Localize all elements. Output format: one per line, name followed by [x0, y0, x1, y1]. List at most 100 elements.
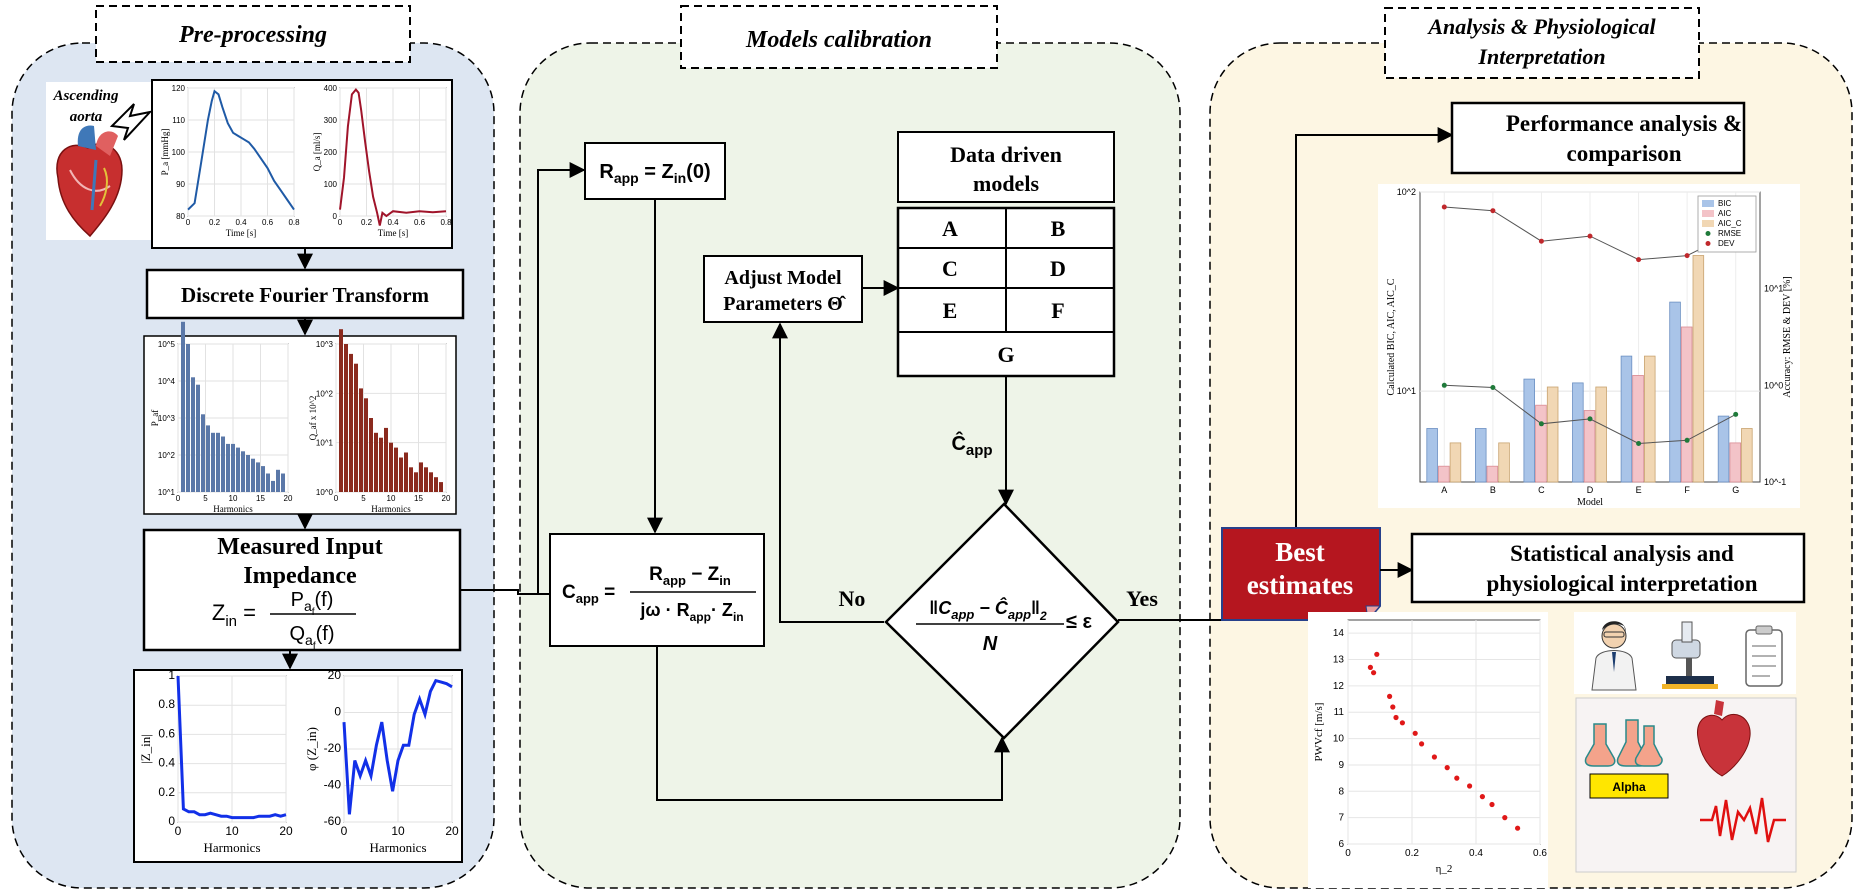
scatter-point [1479, 794, 1485, 800]
flow-harmonics-bar [394, 447, 398, 492]
measured-impedance-box: Measured Input Impedance Zin = Paf(f) Qa… [142, 528, 462, 652]
pressure-plot-xtick: 0.8 [288, 218, 300, 227]
pressure-harmonics-bar [251, 458, 255, 492]
comparison-bar-aic [1729, 442, 1742, 483]
impedance-phase-ytick: 0 [334, 705, 341, 719]
pressure-plot-ylabel: P_a [mmHg] [160, 129, 170, 176]
pressure-harmonics-ytick: 10^3 [158, 414, 176, 423]
flow-harmonics-bar [424, 467, 428, 492]
flow-harmonics-bar [429, 472, 433, 492]
comparison-xtick: D [1587, 485, 1594, 495]
flow-harmonics-bar [434, 477, 438, 492]
microscope-icon [1662, 621, 1718, 689]
comparison-bar-bic [1572, 382, 1584, 483]
flow-plot-xtick: 0.8 [440, 218, 452, 227]
flow-harmonics-bar [344, 344, 348, 492]
rapp-equation: Rapp = Zin(0) [599, 161, 710, 186]
calibration-title-box: Models calibration [680, 5, 998, 69]
no-label: No [839, 586, 866, 611]
flow-harmonics-ylabel: Q_af x 10^2 [308, 396, 318, 441]
performance-line1: Performance analysis & [1506, 111, 1742, 136]
scatter-xtick: 0.2 [1405, 848, 1419, 859]
comparison-bar-bic [1426, 428, 1438, 483]
flow-harmonics-xtick: 0 [334, 494, 339, 503]
comparison-bar-bic [1475, 428, 1487, 483]
legend-swatch [1702, 200, 1714, 207]
legend-swatch [1702, 220, 1714, 227]
flow-plot-line [339, 88, 447, 226]
scatter-point [1467, 783, 1473, 789]
pressure-plot-ytick: 80 [176, 212, 185, 221]
comparison-point-rmse [1490, 385, 1496, 390]
pressure-harmonics-bar [231, 443, 235, 492]
scatter-point [1371, 670, 1377, 676]
scatter-point [1374, 651, 1380, 657]
impedance-denominator: Qaf(f) [289, 623, 334, 652]
scatter-ytick: 9 [1338, 760, 1344, 771]
flow-plot-ylabel: Q_a [ml/s] [312, 133, 322, 172]
flow-harmonics-bar [404, 452, 408, 492]
impedance-magnitude-xtick: 0 [175, 824, 182, 838]
flow-harmonics-bar [419, 462, 423, 492]
performance-box: Performance analysis & comparison [1450, 101, 1746, 175]
scatter-ytick: 6 [1338, 839, 1344, 850]
flow-harmonics-bar [439, 482, 443, 492]
models-grid: A B C D E F G [896, 206, 1116, 378]
pressure-plot-xtick: 0.4 [235, 218, 247, 227]
impedance-phase-ytick: -40 [324, 778, 342, 792]
model-g: G [997, 342, 1014, 367]
capp-box: Capp = Rapp − Zin jω · Rapp· Zin [549, 533, 765, 647]
scatter-point [1489, 801, 1495, 808]
comparison-bar-aic_c [1498, 442, 1510, 483]
model-a: A [942, 216, 958, 241]
model-b: B [1051, 216, 1066, 241]
flow-plot-ytick: 300 [324, 116, 338, 125]
pressure-harmonics-xtick: 15 [256, 494, 265, 503]
flow-plot-xtick: 0.4 [387, 218, 399, 227]
comparison-point-dev [1636, 257, 1642, 263]
pressure-harmonics-bar [211, 432, 215, 492]
statistical-line2: physiological interpretation [1486, 571, 1757, 596]
scatter-xlabel: η_2 [1436, 863, 1453, 875]
scatter-ytick: 12 [1333, 681, 1345, 692]
impedance-title-line1: Measured Input [217, 534, 383, 560]
flow-plot-xtick: 0 [338, 218, 343, 227]
comparison-bar-aic [1632, 374, 1644, 483]
comparison-y2tick: 10^0 [1764, 380, 1783, 390]
comparison-xtick: C [1538, 485, 1545, 495]
comparison-xtick: F [1684, 485, 1690, 495]
alpha-label: Alpha [1612, 780, 1646, 794]
best-line1: Best [1275, 537, 1325, 567]
performance-line2: comparison [1567, 141, 1682, 166]
pressure-harmonics-bar [201, 414, 205, 492]
flow-harmonics-bar [374, 432, 378, 492]
flow-harmonics-bar [409, 467, 413, 492]
comparison-bar-bic [1717, 415, 1730, 483]
pressure-harmonics-bar [246, 455, 250, 492]
data-driven-line2: models [973, 171, 1039, 196]
pressure-plot-ytick: 90 [176, 180, 185, 189]
analysis-title-box: Analysis & Physiological Interpretation [1384, 7, 1700, 79]
flask-icons [1584, 719, 1663, 767]
pressure-harmonics-bar [276, 469, 280, 492]
pressure-harmonics-bar [256, 462, 260, 492]
flow-plot-ytick: 400 [324, 84, 338, 93]
dft-box [145, 268, 465, 320]
comparison-xlabel: Model [1577, 497, 1603, 508]
pressure-harmonics-xtick: 0 [176, 494, 181, 503]
flow-harmonics-bar [399, 457, 403, 492]
heart-label-line2: aorta [70, 109, 103, 125]
impedance-magnitude-ytick: 0.6 [158, 726, 175, 740]
model-c: C [942, 256, 958, 281]
flow-harmonics-bar [369, 418, 373, 492]
flow-harmonics-xtick: 20 [442, 494, 451, 503]
legend-label: AIC [1718, 209, 1732, 218]
comparison-xtick: A [1441, 485, 1447, 495]
scatter-xtick: 0.4 [1469, 848, 1483, 859]
comparison-xtick: E [1636, 485, 1642, 495]
scatter-ytick: 11 [1334, 707, 1345, 718]
model-f: F [1051, 298, 1064, 323]
